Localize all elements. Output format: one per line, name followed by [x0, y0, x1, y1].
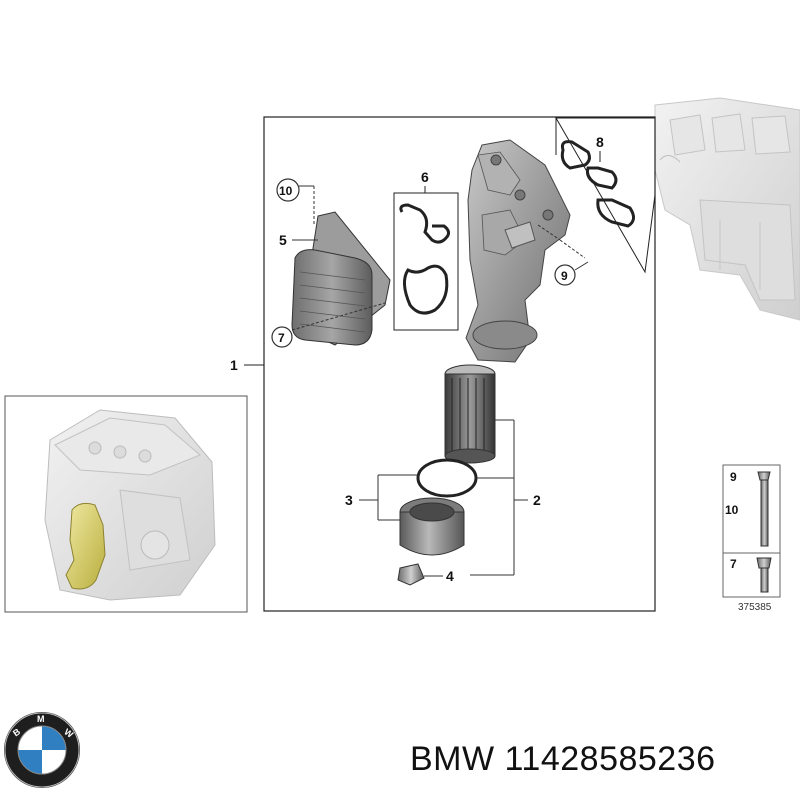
callout-10: 10 — [276, 178, 315, 225]
callout-6-label: 6 — [421, 169, 429, 185]
filter-cap — [399, 497, 465, 556]
legend-item-9: 9 — [730, 470, 737, 484]
engine-block-background — [654, 97, 800, 321]
reference-number: 375385 — [738, 602, 772, 613]
legend-item-10: 10 — [725, 503, 739, 517]
callout-7-label: 7 — [278, 331, 285, 345]
highlighted-oil-filter-housing — [65, 502, 106, 590]
svg-text:B: B — [11, 726, 22, 738]
callout-7: 7 — [271, 302, 386, 348]
callout-1-label: 1 — [230, 357, 238, 373]
svg-text:M: M — [37, 714, 45, 724]
part-caption: BMW 11428585236 — [410, 740, 795, 790]
callout-5-label: 5 — [279, 232, 287, 248]
callout-5: 5 — [279, 232, 318, 248]
oil-filter-housing — [465, 139, 571, 363]
bmw-logo: B M W — [4, 712, 80, 788]
callout-2-label: 2 — [533, 492, 541, 508]
hardware-legend: 9 10 7 375385 — [722, 464, 781, 613]
brand-name: BMW — [410, 740, 495, 778]
callout-2: 2 — [470, 419, 541, 576]
drain-plug — [397, 563, 425, 586]
part-number: 11428585236 — [504, 740, 716, 778]
assembly-frame — [263, 116, 656, 612]
oil-cooler — [291, 211, 391, 346]
callout-10-label: 10 — [279, 184, 293, 198]
o-ring — [416, 458, 478, 498]
callout-3-label: 3 — [345, 492, 353, 508]
callout-1: 1 — [230, 357, 264, 373]
engine-location-inset — [4, 395, 248, 613]
gasket-set-box: 6 — [393, 169, 459, 331]
callout-9: 9 — [537, 224, 589, 286]
legend-item-7: 7 — [730, 557, 737, 571]
housing-gasket-set: 8 — [555, 117, 656, 274]
callout-3: 3 — [345, 474, 418, 521]
callout-8-label: 8 — [596, 134, 604, 150]
callout-9-label: 9 — [561, 269, 568, 283]
callout-4-label: 4 — [446, 568, 454, 584]
oil-filter-element — [444, 364, 496, 464]
callout-4: 4 — [424, 568, 454, 584]
